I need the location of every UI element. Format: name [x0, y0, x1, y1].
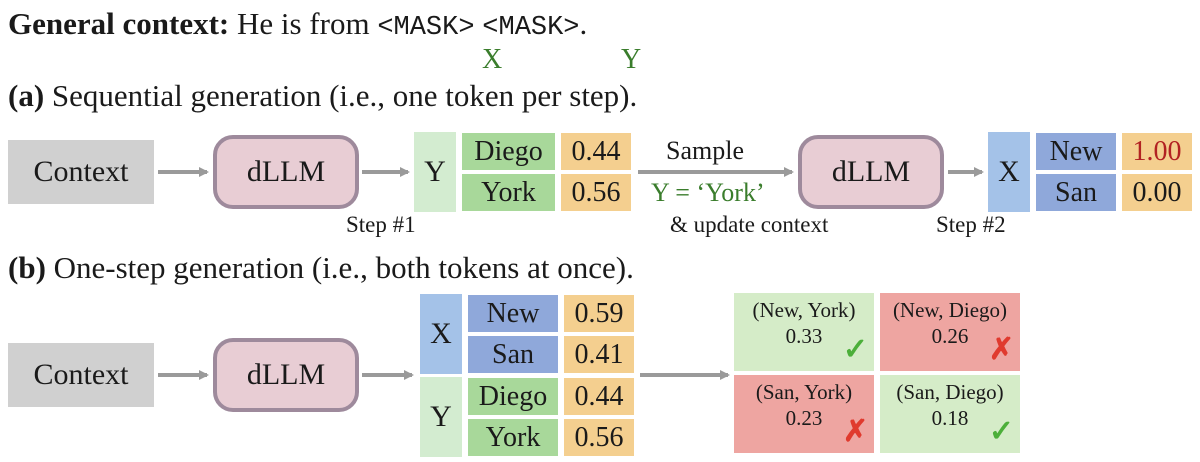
joint-pair-new-york: (New, York)	[752, 298, 856, 322]
section-b-tag: (b)	[8, 250, 46, 285]
token-a-new: New	[1036, 133, 1116, 170]
prob-b-diego: 0.44	[564, 378, 634, 415]
joint-cell-new-york: (New, York) 0.33 ✓	[734, 293, 874, 371]
context-box-a: Context	[8, 140, 154, 204]
var-x-box-a: X	[988, 132, 1030, 212]
section-b-title: One-step generation (i.e., both tokens a…	[53, 250, 634, 285]
joint-prob-san-york: 0.23	[785, 406, 823, 430]
joint-prob-new-diego: 0.26	[931, 324, 969, 348]
token-b-diego: Diego	[468, 378, 558, 415]
section-a-title: Sequential generation (i.e., one token p…	[51, 78, 638, 113]
prob-b-san: 0.41	[564, 336, 634, 373]
section-a-title-line: (a) Sequential generation (i.e., one tok…	[8, 78, 637, 114]
prob-a-new: 1.00	[1122, 133, 1192, 170]
var-y-box-a: Y	[414, 132, 456, 212]
prob-b-york: 0.56	[564, 419, 634, 456]
general-context-line: General context: He is from <MASK> <MASK…	[8, 6, 587, 46]
token-b-san: San	[468, 336, 558, 373]
joint-prob-new-york: 0.33	[785, 324, 823, 348]
token-a-san: San	[1036, 174, 1116, 211]
context-box-b: Context	[8, 343, 154, 407]
joint-cell-san-diego: (San, Diego) 0.18 ✓	[880, 375, 1020, 453]
cross-icon: ✗	[842, 415, 868, 448]
prob-b-new: 0.59	[564, 295, 634, 332]
mask-token-2: <MASK>	[482, 13, 580, 43]
joint-cell-new-diego: (New, Diego) 0.26 ✗	[880, 293, 1020, 371]
var-y-box-b: Y	[420, 377, 462, 457]
update-context-label: & update context	[670, 212, 829, 237]
joint-pair-san-york: (San, York)	[755, 380, 853, 404]
prob-a-san: 0.00	[1122, 174, 1192, 211]
section-b-title-line: (b) One-step generation (i.e., both toke…	[8, 250, 634, 286]
mask-var-x: X	[482, 44, 503, 75]
dllm-box-a2: dLLM	[798, 135, 944, 209]
prob-a-diego: 0.44	[561, 133, 631, 170]
joint-prob-san-diego: 0.18	[931, 406, 969, 430]
mask-token-1: <MASK>	[377, 13, 475, 43]
token-a-diego: Diego	[462, 133, 555, 170]
token-b-york: York	[468, 419, 558, 456]
prob-a-york: 0.56	[561, 174, 631, 211]
general-context-period: .	[579, 6, 588, 41]
mask-var-y: Y	[621, 44, 642, 75]
check-icon: ✓	[988, 415, 1014, 448]
sample-label: Sample	[666, 136, 744, 165]
var-x-box-b: X	[420, 294, 462, 374]
joint-cell-san-york: (San, York) 0.23 ✗	[734, 375, 874, 453]
dllm-box-b: dLLM	[213, 338, 359, 412]
sample-choice: Y = ‘York’	[651, 178, 765, 207]
general-context-text: He is from	[236, 6, 370, 41]
dllm-box-a: dLLM	[213, 135, 359, 209]
token-a-york: York	[462, 174, 555, 211]
joint-pair-new-diego: (New, Diego)	[892, 298, 1008, 322]
section-a-tag: (a)	[8, 78, 45, 113]
cross-icon: ✗	[988, 333, 1014, 366]
general-context-label: General context:	[8, 6, 230, 41]
check-icon: ✓	[842, 333, 868, 366]
step2-label: Step #2	[936, 212, 1006, 237]
joint-pair-san-diego: (San, Diego)	[896, 380, 1004, 404]
token-b-new: New	[468, 295, 558, 332]
step1-label: Step #1	[346, 212, 416, 237]
